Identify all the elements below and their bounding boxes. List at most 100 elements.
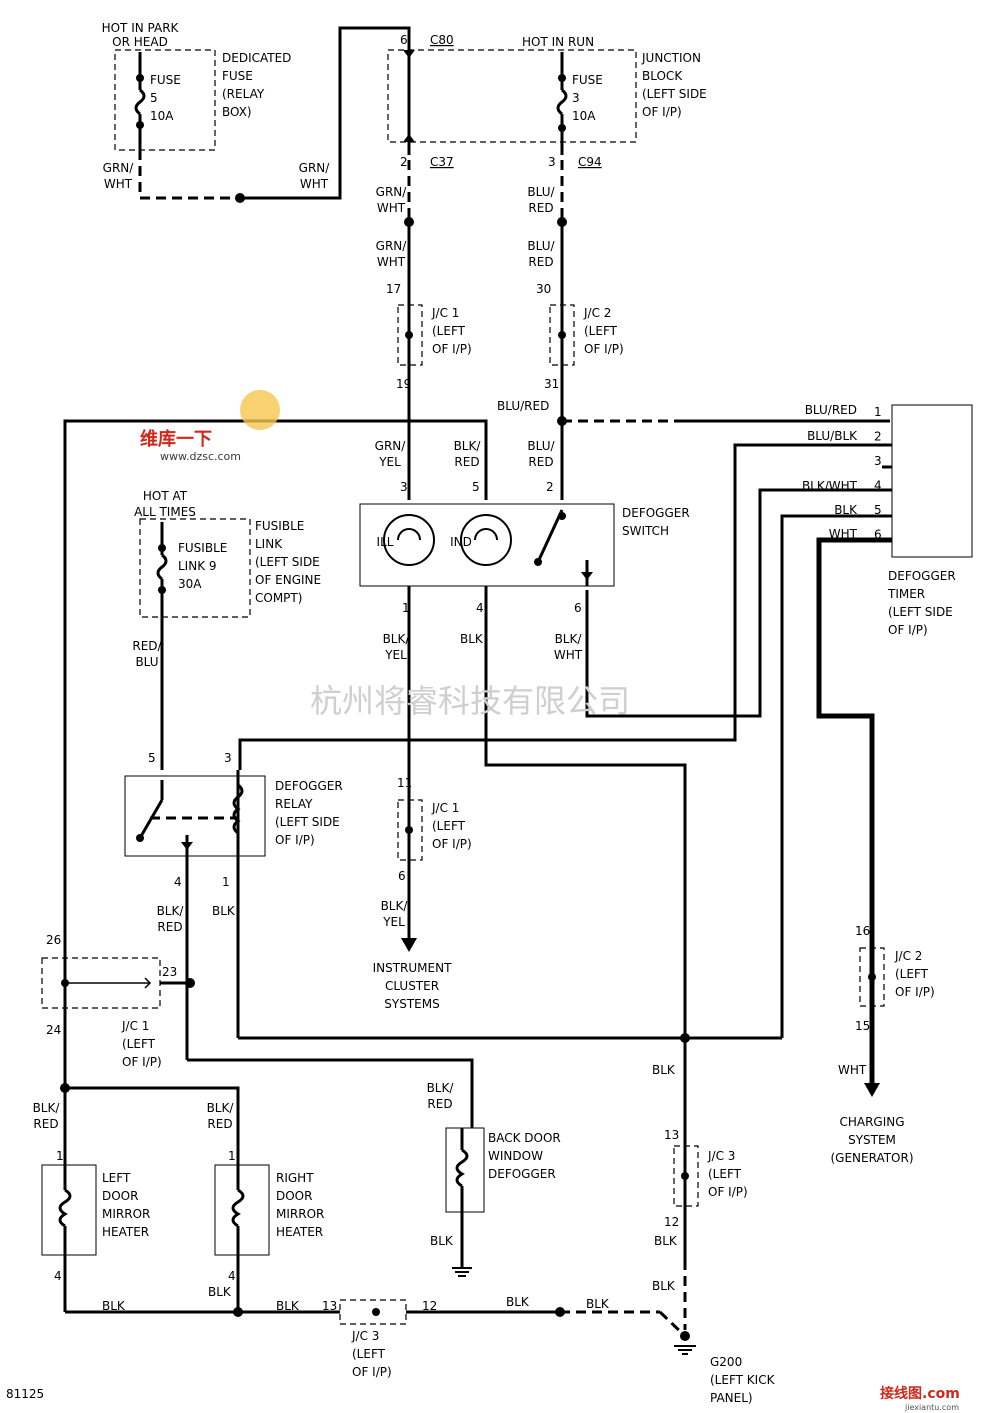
- label-grn-wht-c-0: GRN/: [376, 185, 408, 199]
- label-right-mirror-3: HEATER: [276, 1225, 323, 1239]
- label-jc1-mid-1: (LEFT: [432, 819, 466, 833]
- logo-site: www.dzsc.com: [160, 450, 241, 463]
- label-right-mirror-1: DOOR: [276, 1189, 312, 1203]
- label-jc1-mid-2: OF I/P): [432, 837, 472, 851]
- label-sw-ind: IND: [450, 535, 472, 549]
- label-jc2-low-0: J/C 2: [894, 949, 922, 963]
- label-sw-ill: ILL: [377, 535, 394, 549]
- label-ded-fuse-title-3: BOX): [222, 105, 252, 119]
- jc3-bottom-connector: [339, 1299, 407, 1325]
- label-sw-wire-5-1: RED: [454, 455, 479, 469]
- label-blk-bd: BLK: [430, 1234, 454, 1248]
- label-fuse3-2: 10A: [572, 109, 596, 123]
- label-grn-wht-b-1: WHT: [300, 177, 329, 191]
- label-blk-jc3-bot: BLK: [654, 1234, 678, 1248]
- label-hot-run: HOT IN RUN: [522, 35, 594, 49]
- label-grn-wht-b-0: GRN/: [299, 161, 331, 175]
- label-blk-yel-cluster-1: YEL: [382, 915, 405, 929]
- label-jc2-low-2: OF I/P): [895, 985, 935, 999]
- label-blk-red-r-1: RED: [207, 1117, 232, 1131]
- label-timer-wire-0: BLU/RED: [805, 403, 857, 417]
- junction-block: [387, 40, 637, 155]
- label-fl-title-1: LINK: [255, 537, 283, 551]
- label-pin6-jc1: 6: [398, 869, 406, 883]
- label-jc3-r-2: OF I/P): [708, 1185, 748, 1199]
- label-left-mirror-0: LEFT: [102, 1171, 131, 1185]
- label-sw-title-0: DEFOGGER: [622, 506, 690, 520]
- label-fuse5-2: 10A: [150, 109, 174, 123]
- label-jc1-low-2: OF I/P): [122, 1055, 162, 1069]
- label-timer-title-0: DEFOGGER: [888, 569, 956, 583]
- label-fl9-1: LINK 9: [178, 559, 217, 573]
- label-sw-bot-pin-2: 6: [574, 601, 582, 615]
- label-c80: C80: [430, 33, 454, 47]
- label-jc3-bot-1: (LEFT: [352, 1347, 386, 1361]
- label-timer-wire-4: WHT: [829, 527, 858, 541]
- label-fl-title-0: FUSIBLE: [255, 519, 304, 533]
- label-pin6-top: 6: [400, 33, 408, 47]
- label-timer-pin-3: 4: [874, 479, 882, 493]
- label-blk-bottom-0: BLK: [102, 1299, 126, 1313]
- label-jc3-r-1: (LEFT: [708, 1167, 742, 1181]
- dedicated-fuse-box: [114, 49, 216, 151]
- label-relay-pin-top-0: 5: [148, 751, 156, 765]
- label-sw-wire-2-0: BLU/: [527, 439, 555, 453]
- label-blk-red-l-0: BLK/: [33, 1101, 61, 1115]
- label-c37: C37: [430, 155, 454, 169]
- footer-logo: 接线图.com: [880, 1385, 960, 1402]
- label-charging-0: CHARGING: [839, 1115, 904, 1129]
- label-pin11: 11: [397, 776, 412, 790]
- label-jc2-top-2: OF I/P): [584, 342, 624, 356]
- left-mirror-heater: [41, 1150, 97, 1312]
- label-timer-pin-0: 1: [874, 405, 882, 419]
- label-grn-wht-c-1: WHT: [377, 201, 406, 215]
- logo-cn: 维库一下: [140, 428, 212, 450]
- label-sw-title-1: SWITCH: [622, 524, 669, 538]
- label-pin15: 15: [855, 1019, 870, 1033]
- label-timer-title-3: OF I/P): [888, 623, 928, 637]
- label-sw-bot-wire-1-0: BLK/: [383, 632, 411, 646]
- label-cluster-2: SYSTEMS: [384, 997, 439, 1011]
- label-sw-top-pin-0: 3: [400, 480, 408, 494]
- label-jb-title-1: BLOCK: [642, 69, 683, 83]
- label-fuse5-0: FUSE: [150, 73, 181, 87]
- label-mirror-pin1-l: 1: [56, 1149, 64, 1163]
- label-blk-red-r-0: BLK/: [207, 1101, 235, 1115]
- label-jc3-r-0: J/C 3: [707, 1149, 735, 1163]
- label-relay-title-3: OF I/P): [275, 833, 315, 847]
- label-pin2-top: 2: [400, 155, 408, 169]
- label-pin24: 24: [46, 1023, 61, 1037]
- label-jc1-top-1: (LEFT: [432, 324, 466, 338]
- label-ded-fuse-title-1: FUSE: [222, 69, 253, 83]
- label-sw-wire-2-1: RED: [528, 455, 553, 469]
- label-right-mirror-2: MIRROR: [276, 1207, 324, 1221]
- label-blk-bottom-2: BLK: [276, 1299, 300, 1313]
- label-sw-wire-3-0: GRN/: [375, 439, 407, 453]
- label-pin19: 19: [396, 377, 411, 391]
- label-right-mirror-0: RIGHT: [276, 1171, 314, 1185]
- label-blk-bottom-4: BLK: [586, 1297, 610, 1311]
- label-timer-pin-1: 2: [874, 430, 882, 444]
- label-timer-wire-3: BLK: [834, 503, 858, 517]
- label-relay-pin-bot-1: 1: [222, 875, 230, 889]
- label-blk-red-relay-1: RED: [157, 920, 182, 934]
- label-fl-title-4: COMPT): [255, 591, 302, 605]
- label-relay-title-1: RELAY: [275, 797, 313, 811]
- label-pin23: 23: [162, 965, 177, 979]
- label-timer-title-2: (LEFT SIDE: [888, 605, 953, 619]
- label-sw-bot-wire-1-1: YEL: [384, 648, 407, 662]
- label-grn-wht-d-1: WHT: [377, 255, 406, 269]
- label-blu-red-b-1: RED: [528, 255, 553, 269]
- label-pin13-jc3: 13: [664, 1128, 679, 1142]
- label-g200-0: G200: [710, 1355, 742, 1369]
- label-left-mirror-3: HEATER: [102, 1225, 149, 1239]
- label-fuse3-1: 3: [572, 91, 580, 105]
- watermark: 杭州将睿科技有限公司: [310, 682, 630, 720]
- label-cluster-1: CLUSTER: [385, 979, 439, 993]
- label-jc1-low-0: J/C 1: [121, 1019, 149, 1033]
- label-timer-title-1: TIMER: [887, 587, 925, 601]
- label-grn-wht-d-0: GRN/: [376, 239, 408, 253]
- label-jc3-bot-0: J/C 3: [351, 1329, 379, 1343]
- label-g200-1: (LEFT KICK: [710, 1373, 776, 1387]
- label-jb-title-3: OF I/P): [642, 105, 682, 119]
